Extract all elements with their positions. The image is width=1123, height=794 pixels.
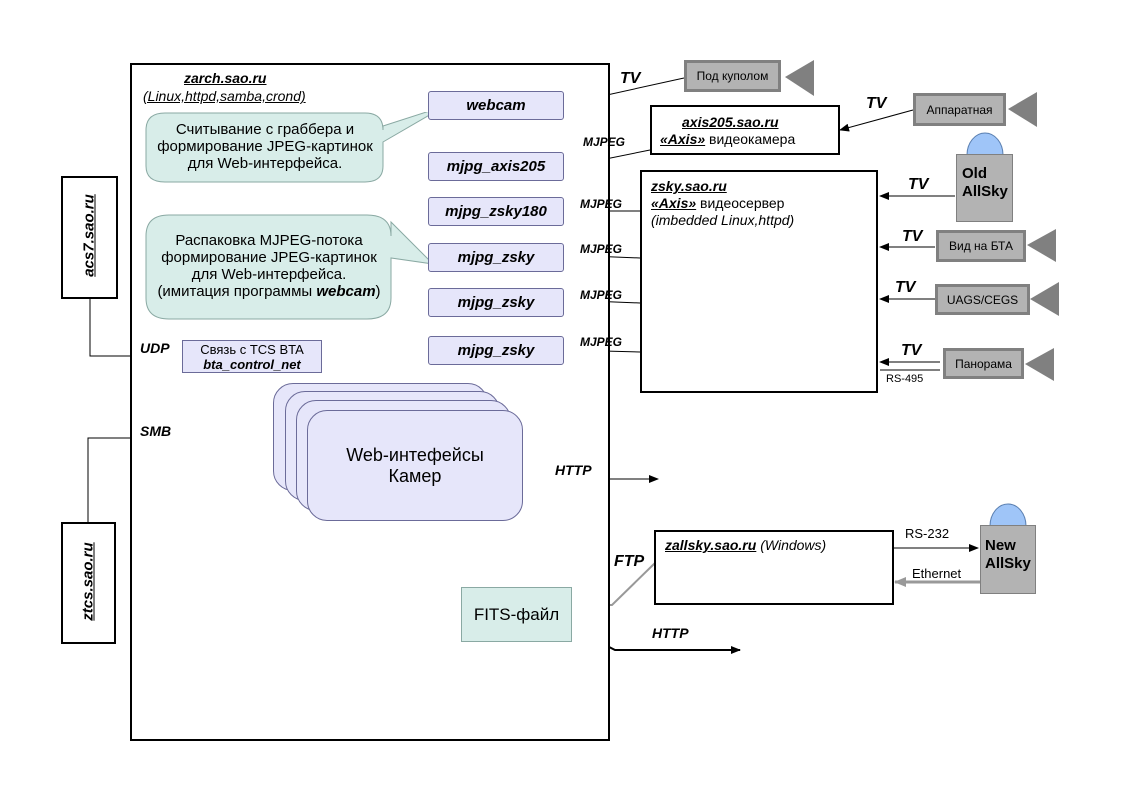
tv-label: TV bbox=[620, 70, 641, 87]
mjpeg-label: MJPEG bbox=[583, 135, 626, 149]
bta-line-1: Связь с TCS BTA bbox=[200, 342, 304, 357]
mjpeg-label: MJPEG bbox=[580, 197, 623, 211]
camera-lens-icon bbox=[1030, 282, 1059, 316]
camera-uags[interactable]: UAGS/CEGS bbox=[935, 284, 1030, 315]
web-interfaces-box[interactable]: Web-интефейсы Камер bbox=[307, 410, 523, 521]
http-label: HTTP bbox=[652, 625, 689, 641]
ftp-label: FTP bbox=[614, 553, 645, 570]
new-allsky-line-2: AllSky bbox=[985, 555, 1031, 572]
old-allsky-box[interactable]: Old AllSky bbox=[956, 154, 1013, 222]
old-allsky-line-1: Old bbox=[962, 165, 987, 182]
mjpeg-label: MJPEG bbox=[580, 242, 623, 256]
mjpeg-line-4: (имитация программы webcam) bbox=[157, 283, 381, 300]
mjpeg-line-3: для Web-интерфейса. bbox=[191, 266, 347, 283]
smb-label: SMB bbox=[140, 423, 172, 439]
acs7-label: acs7.sao.ru bbox=[80, 194, 98, 277]
axis205-box[interactable]: axis205.sao.ru «Axis» видеокамера bbox=[650, 105, 840, 155]
old-allsky-line-2: AllSky bbox=[962, 183, 1008, 200]
grabber-callout: Считывание с граббера и формирование JPE… bbox=[145, 112, 436, 184]
zarch-host: zarch.sao.ru bbox=[184, 70, 267, 86]
module-mjpg-axis205[interactable]: mjpg_axis205 bbox=[428, 152, 564, 181]
dome-icon bbox=[966, 132, 1004, 156]
zallsky-host: zallsky.sao.ru bbox=[665, 537, 757, 553]
http-label: HTTP bbox=[555, 462, 592, 478]
tv-label: TV bbox=[902, 228, 923, 245]
grabber-line-2: формирование JPEG-картинок bbox=[157, 138, 373, 155]
web-line-1: Web-интефейсы bbox=[346, 444, 484, 465]
zarch-desc: (Linux,httpd,samba,crond) bbox=[143, 88, 306, 104]
camera-lens-icon bbox=[785, 60, 814, 96]
zallsky-box[interactable]: zallsky.sao.ru (Windows) bbox=[654, 530, 894, 605]
camera-lens-icon bbox=[1025, 348, 1054, 381]
grabber-line-3: для Web-интерфейса. bbox=[187, 155, 343, 172]
new-allsky-box[interactable]: New AllSky bbox=[980, 525, 1036, 594]
rs232-label: RS-232 bbox=[905, 526, 950, 541]
mjpeg-line-2: формирование JPEG-картинок bbox=[161, 249, 377, 266]
tv-label: TV bbox=[901, 342, 922, 359]
bta-line-2: bta_control_net bbox=[203, 357, 301, 372]
ethernet-label: Ethernet bbox=[912, 566, 962, 581]
fits-file-box[interactable]: FITS-файл bbox=[461, 587, 572, 642]
module-mjpg-zsky-2[interactable]: mjpg_zsky bbox=[428, 288, 564, 317]
zsky-host: zsky.sao.ru bbox=[651, 178, 727, 194]
mjpeg-label: MJPEG bbox=[580, 335, 623, 349]
new-allsky-line-1: New bbox=[985, 537, 1016, 554]
zallsky-desc: (Windows) bbox=[756, 537, 827, 553]
zsky-box[interactable]: zsky.sao.ru «Axis» видеосервер (imbedded… bbox=[640, 170, 878, 393]
rs495-label: RS-495 bbox=[886, 373, 924, 385]
web-line-2: Камер bbox=[388, 465, 442, 486]
camera-lens-icon bbox=[1008, 92, 1037, 127]
ztcs-label: ztcs.sao.ru bbox=[79, 542, 97, 621]
camera-lens-icon bbox=[1027, 229, 1056, 262]
camera-pod-kupolom[interactable]: Под куполом bbox=[684, 60, 781, 92]
zsky-desc-2: (imbedded Linux,httpd) bbox=[651, 212, 795, 228]
acs7-box[interactable] bbox=[61, 176, 118, 299]
bta-control-box[interactable]: Связь с TCS BTA bta_control_net bbox=[182, 340, 322, 373]
grabber-line-1: Считывание с граббера и bbox=[175, 121, 355, 138]
camera-panorama[interactable]: Панорама bbox=[943, 348, 1024, 379]
mjpeg-line-1: Распаковка MJPEG-потока bbox=[175, 232, 363, 249]
ztcs-box[interactable] bbox=[61, 522, 116, 644]
zsky-desc-1: «Axis» видеосервер bbox=[651, 195, 785, 211]
mjpeg-callout: Распаковка MJPEG-потока формирование JPE… bbox=[145, 214, 435, 320]
tv-label: TV bbox=[866, 95, 887, 112]
mjpeg-label: MJPEG bbox=[580, 288, 623, 302]
tv-label: TV bbox=[895, 279, 916, 296]
module-mjpg-zsky-3[interactable]: mjpg_zsky bbox=[428, 336, 564, 365]
axis205-host: axis205.sao.ru bbox=[682, 114, 779, 130]
dome-icon bbox=[989, 503, 1027, 527]
udp-label: UDP bbox=[140, 340, 170, 356]
module-mjpg-zsky-1[interactable]: mjpg_zsky bbox=[428, 243, 564, 272]
module-mjpg-zsky180[interactable]: mjpg_zsky180 bbox=[428, 197, 564, 226]
camera-apparatnaya[interactable]: Аппаратная bbox=[913, 93, 1006, 126]
tv-label: TV bbox=[908, 176, 929, 193]
camera-vid-bta[interactable]: Вид на БТА bbox=[936, 230, 1026, 262]
module-webcam[interactable]: webcam bbox=[428, 91, 564, 120]
axis205-desc: «Axis» видеокамера bbox=[660, 131, 796, 147]
